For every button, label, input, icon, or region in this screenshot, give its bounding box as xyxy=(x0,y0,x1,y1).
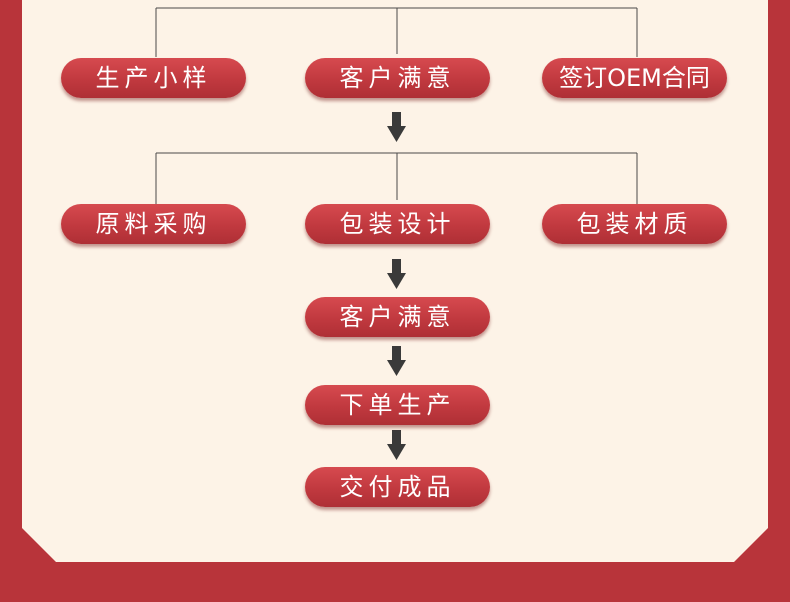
arrow-down-icon xyxy=(387,430,406,460)
node-packaging-design: 包装设计 xyxy=(305,204,490,244)
node-place-order-production: 下单生产 xyxy=(305,385,490,425)
arrow-down-icon xyxy=(387,259,406,289)
node-packaging-material: 包装材质 xyxy=(542,204,727,244)
node-raw-material-purchase: 原料采购 xyxy=(61,204,246,244)
arrow-down-icon xyxy=(387,346,406,376)
node-sign-oem-contract: 签订OEM合同 xyxy=(542,58,727,98)
arrow-down-icon xyxy=(387,112,406,142)
node-customer-satisfied-2: 客户满意 xyxy=(305,297,490,337)
node-customer-satisfied-1: 客户满意 xyxy=(305,58,490,98)
node-deliver-product: 交付成品 xyxy=(305,467,490,507)
node-sample-production: 生产小样 xyxy=(61,58,246,98)
